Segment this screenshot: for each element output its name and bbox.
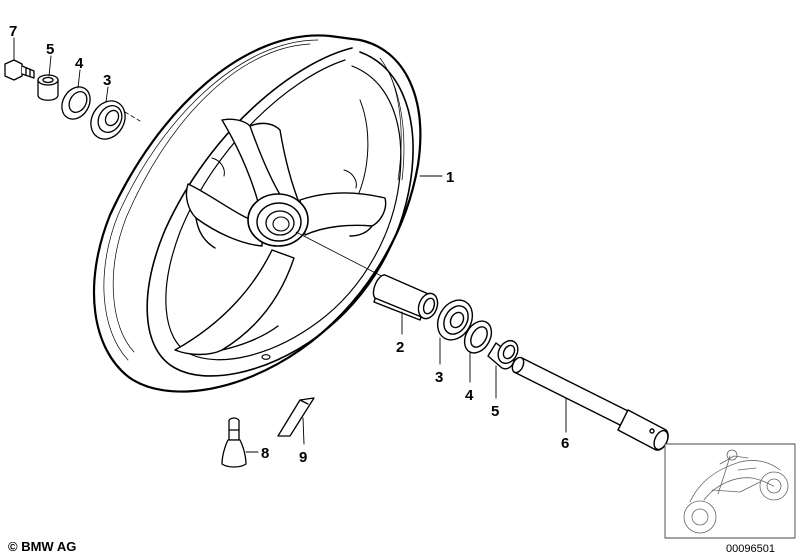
axle-centerline (124, 111, 396, 284)
callout-axle: 6 (561, 435, 569, 452)
wheel-spokes (174, 118, 387, 356)
spacer-right (487, 339, 519, 370)
seal-right (463, 320, 493, 354)
callout-weight: 9 (299, 449, 307, 466)
copyright-symbol: © (8, 539, 18, 554)
callout-right-seal: 4 (465, 387, 474, 404)
tyre-valve (221, 417, 247, 468)
copyright-owner: BMW AG (21, 539, 77, 554)
callout-top-spacer: 5 (46, 41, 54, 58)
callout-distance-sleeve: 2 (396, 339, 404, 356)
bolt (4, 59, 35, 81)
spacer-top (37, 74, 59, 101)
leader-lines (13, 37, 567, 453)
callout-top-bolt: 7 (9, 23, 17, 40)
balance-weight (277, 397, 315, 437)
motorcycle-thumbnail (664, 443, 796, 539)
distance-sleeve (372, 274, 439, 321)
copyright-notice: © BMW AG (8, 539, 76, 554)
seal-top (61, 86, 91, 120)
callout-wheel-rim: 1 (446, 169, 454, 186)
bearing-top (90, 100, 126, 140)
diagram-id: 00096501 (726, 543, 775, 555)
callout-top-bearing: 3 (103, 72, 111, 89)
callout-right-bearing: 3 (435, 369, 443, 386)
callout-valve: 8 (261, 445, 269, 462)
wheel-hub (247, 193, 309, 247)
callout-top-seal: 4 (75, 55, 84, 72)
axle (511, 356, 669, 451)
callout-right-spacer: 5 (491, 403, 499, 420)
